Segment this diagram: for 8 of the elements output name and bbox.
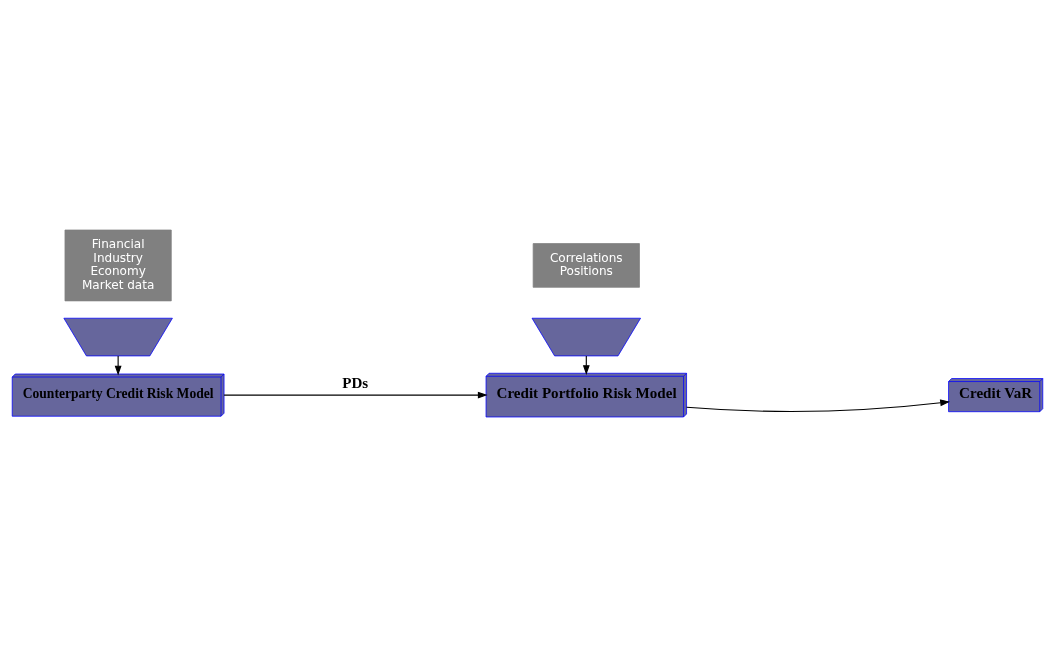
node-box: Financial Industry Economy Market data bbox=[64, 229, 172, 301]
arrow bbox=[223, 391, 488, 399]
edge-label: PDs bbox=[342, 374, 369, 391]
arrow bbox=[114, 354, 122, 376]
node-funnel bbox=[531, 317, 641, 356]
node-box: Correlations Positions bbox=[532, 242, 640, 288]
node-funnel bbox=[63, 317, 173, 356]
arrow bbox=[686, 398, 950, 412]
